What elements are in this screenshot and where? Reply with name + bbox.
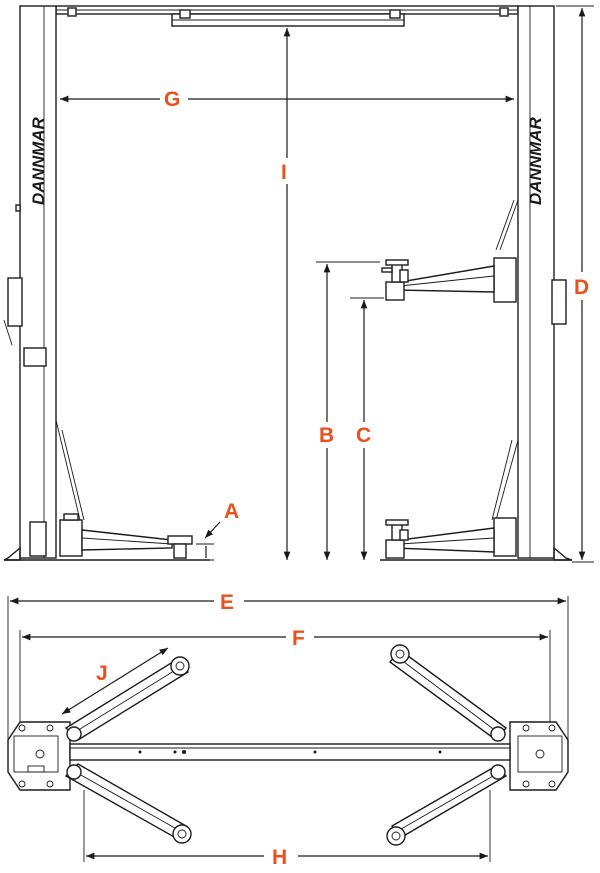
label-d: D <box>574 276 589 299</box>
lift-arm-bottom-right <box>386 764 508 846</box>
left-column <box>3 5 210 561</box>
label-e: E <box>220 591 234 614</box>
overhead-beam <box>55 5 519 27</box>
lift-arm-top-left <box>64 656 190 742</box>
label-b: B <box>319 424 334 447</box>
label-f: F <box>292 627 305 650</box>
top-view <box>7 644 569 846</box>
left-arm-lowered <box>29 513 193 559</box>
left-base-plate <box>7 721 71 791</box>
label-c: C <box>356 424 371 447</box>
label-j: J <box>96 662 108 685</box>
label-h: H <box>272 846 287 869</box>
right-arm-raised <box>381 257 517 303</box>
right-base-plate <box>509 721 569 791</box>
label-g: G <box>164 88 180 111</box>
right-arm-lowered <box>385 517 517 559</box>
label-a: A <box>224 500 239 523</box>
dim-line-j <box>61 647 169 715</box>
brand-logo-right: DANNMAR <box>526 116 545 205</box>
front-dimensions: G I B C D A <box>60 5 594 563</box>
front-view: DANNMAR DANNMAR <box>3 5 573 561</box>
floor-cover <box>69 743 511 761</box>
label-i: I <box>281 161 287 184</box>
right-column <box>380 5 573 561</box>
brand-logo-left: DANNMAR <box>29 116 48 205</box>
lift-arm-top-right <box>388 644 508 742</box>
top-dimensions: E F H J <box>7 591 569 869</box>
lift-arm-bottom-left <box>64 763 192 844</box>
dim-line-a <box>204 521 221 539</box>
